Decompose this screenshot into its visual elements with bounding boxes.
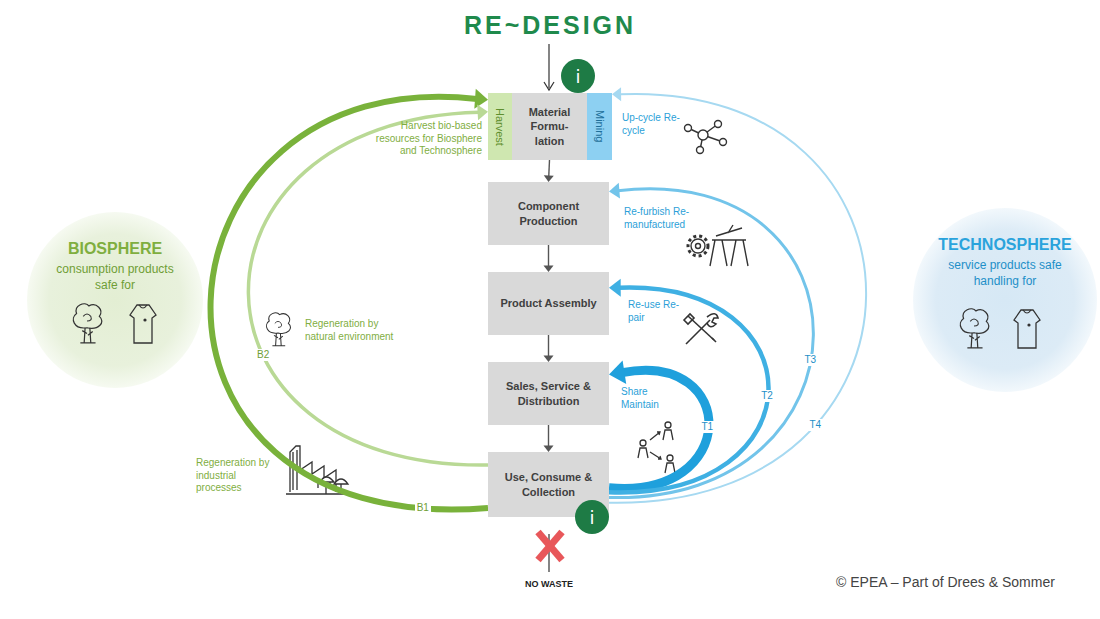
connector [544,425,554,452]
gear-sawhorse-icon [688,225,748,266]
node-label: BIOSPHERE [68,240,162,258]
node-label: Harvest [494,108,506,146]
people-icon [638,422,675,473]
process-box: Product Assembly [488,272,609,335]
edge-label: B2 [255,349,271,361]
process-box: Component Production [488,182,609,245]
annotation: Harvest bio-based resources for Biospher… [360,120,482,158]
node-label: Sales, Service & Distribution [494,379,603,408]
annotation: NO WASTE [514,579,584,590]
redesign-arrow [544,44,554,90]
node-label: Material Formu- lation [519,105,581,148]
process-box: Sales, Service & Distribution [488,362,609,425]
annotation: Regeneration by industrial processes [196,457,282,495]
annotation: Re-furbish Re-manufactured [624,206,720,231]
edge-label: T4 [807,419,823,431]
connector [544,245,554,272]
connector [248,104,488,465]
molecule-icon [685,121,727,154]
edge-label: T2 [759,390,775,402]
node-label: i [589,507,594,528]
biosphere-circle [27,212,203,388]
biosphere-node: BIOSPHERE consumption products safe for [27,212,203,388]
info-circle: i [561,59,595,93]
node-body: consumption products safe for [55,262,175,293]
edge-label: B1 [415,502,431,514]
tools-icon [684,314,718,344]
process-box: Material Formu- lation [512,93,587,160]
tree-icon [960,309,988,348]
diagram-title: RE~DESIGN [400,10,700,40]
node-label: i [575,66,580,87]
node-label: Use, Consume & Collection [494,470,603,499]
tree-icon [267,313,291,346]
copyright-note: © EPEA – Part of Drees & Sommer [836,574,1094,592]
no-waste-cross [538,532,562,572]
node-body: service products safe handling for [945,258,1065,289]
connector [544,335,554,362]
edge-label: T3 [802,354,818,366]
node-label: Mining [594,110,606,142]
technosphere-node: TECHNOSPHERE service products safe handli… [913,208,1097,392]
connector [609,87,866,502]
connector [544,160,554,182]
node-label: TECHNOSPHERE [938,236,1071,254]
annotation: Re-use Re-pair [628,299,680,324]
harvest-band: Harvest [488,93,512,160]
annotation: Share Maintain [621,386,673,411]
connector [609,360,709,488]
shirt-icon [1014,310,1040,348]
info-circle: i [575,500,609,534]
annotation: Up-cycle Re-cycle [622,112,684,137]
shirt-icon [130,305,156,343]
edge-label: T1 [699,421,715,433]
node-label: Component Production [494,199,603,228]
technosphere-circle [913,208,1097,392]
node-label: Product Assembly [500,296,596,310]
annotation: Regeneration by natural environment [305,318,397,343]
mining-band: Mining [587,93,612,160]
connector [609,183,813,498]
connector [211,89,488,510]
tree-icon [73,304,101,343]
